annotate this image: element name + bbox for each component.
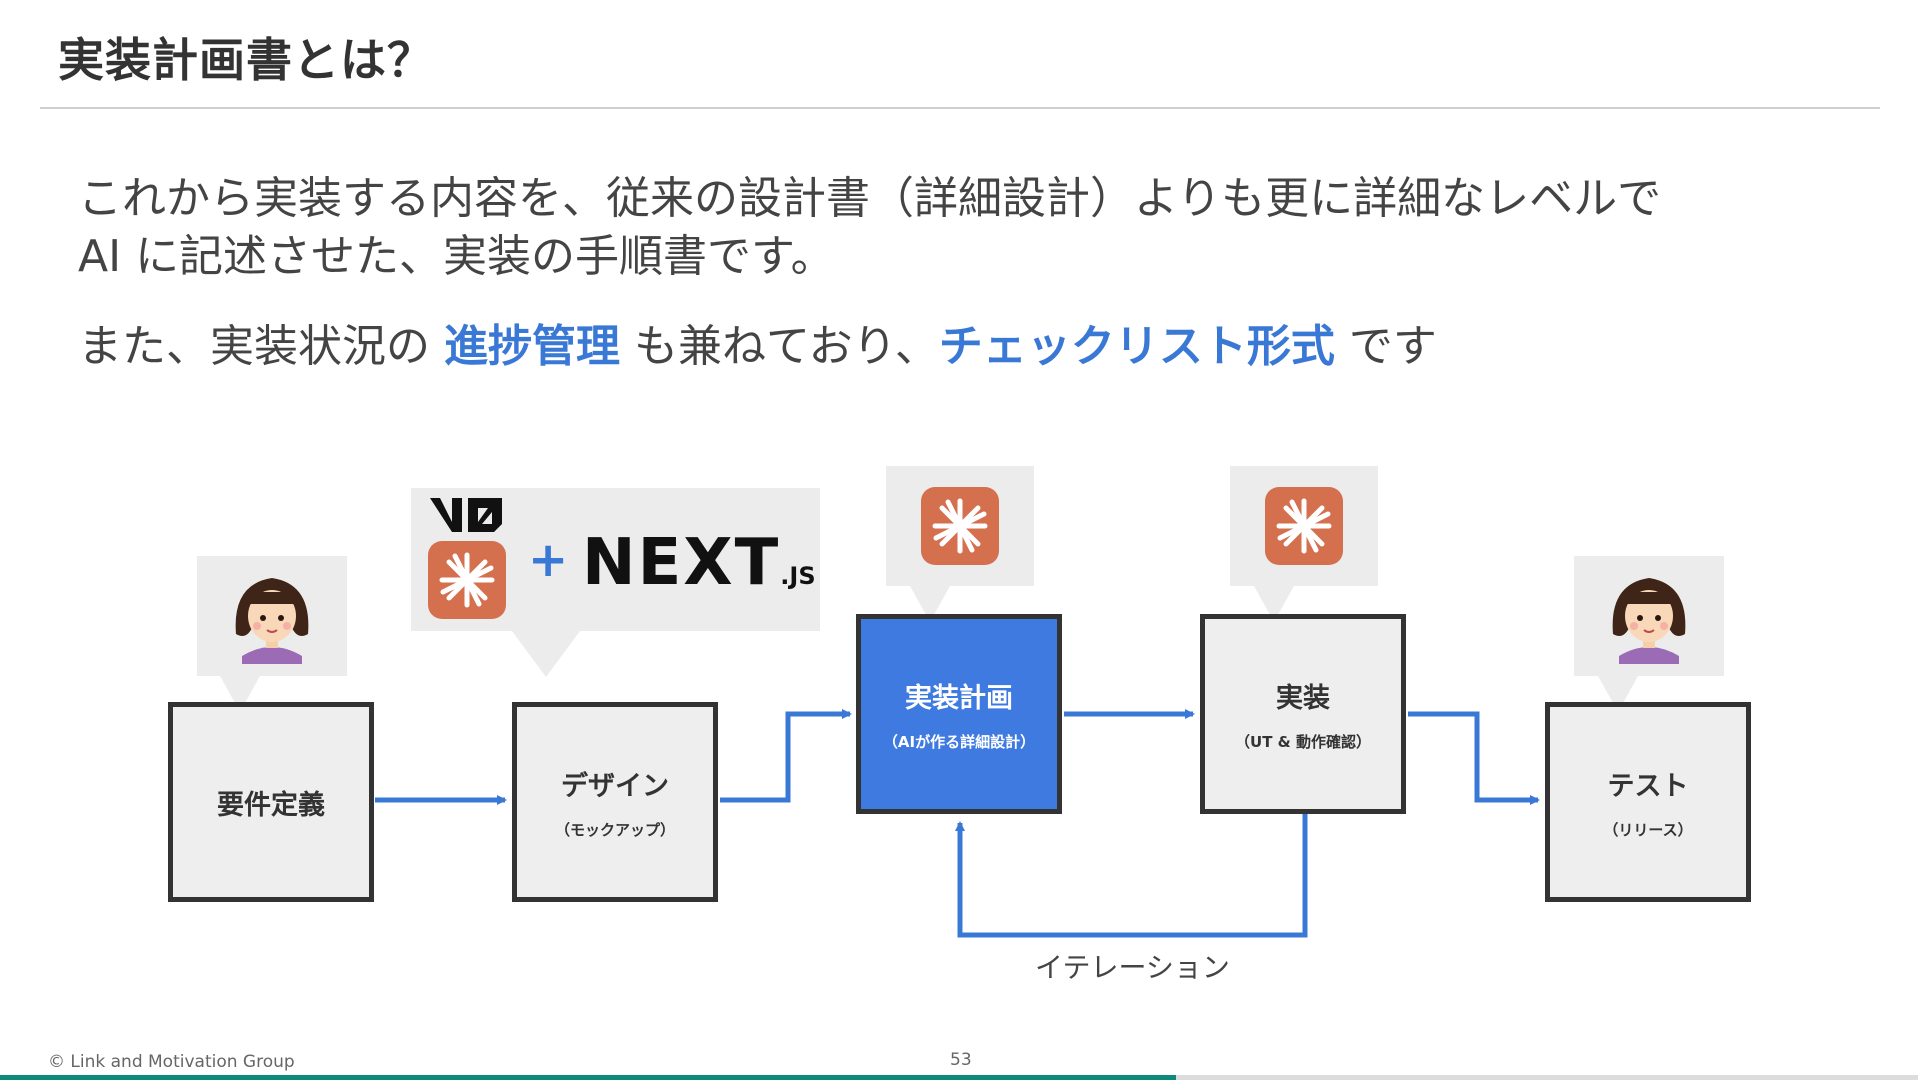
lead-line-3-prefix: また、実装状況の — [78, 321, 444, 372]
person-icon — [235, 578, 309, 664]
bubble-tail-design — [512, 631, 580, 677]
person-icon — [1612, 578, 1686, 664]
step-requirements: 要件定義 — [168, 702, 374, 902]
plus-sign: + — [528, 532, 569, 588]
iteration-label: イテレーション — [1035, 951, 1230, 984]
page-number: 53 — [950, 1050, 972, 1070]
lead-line-3-suffix: です — [1334, 321, 1437, 372]
step-subtitle: （AIが作る詳細設計） — [882, 733, 1036, 751]
deck-progress-bar — [0, 1075, 1918, 1080]
nextjs-logo-suffix: .JS — [780, 562, 816, 590]
lead-line-2: AI に記述させた、実装の手順書です。 — [78, 231, 835, 282]
lead-line-3: また、実装状況の 進捗管理 も兼ねており、チェックリスト形式 です — [78, 318, 1437, 376]
arrow-implementation-to-test — [1408, 711, 1540, 805]
lead-line-1: これから実装する内容を、従来の設計書（詳細設計）よりも更に詳細なレベルで — [78, 173, 1662, 224]
claude-icon — [921, 487, 999, 565]
arrow-design-to-plan — [720, 709, 852, 803]
step-test: テスト （リリース） — [1545, 702, 1751, 902]
footer-copyright: © Link and Motivation Group — [48, 1052, 295, 1072]
step-title: 実装計画 — [905, 683, 1013, 714]
step-subtitle: （UT & 動作確認） — [1235, 733, 1371, 751]
claude-icon — [428, 541, 506, 619]
lead-line-3-middle: も兼ねており、 — [620, 321, 939, 372]
step-title: 実装 — [1276, 683, 1330, 714]
step-implementation-plan: 実装計画 （AIが作る詳細設計） — [856, 614, 1062, 814]
step-title: デザイン — [561, 771, 669, 802]
arrow-iteration-loop — [955, 812, 1308, 938]
claude-icon — [1265, 487, 1343, 565]
nextjs-logo-main: NEXT — [582, 526, 781, 600]
step-title: 要件定義 — [217, 789, 325, 821]
title-divider — [40, 107, 1880, 109]
nextjs-logo: NEXT.JS — [582, 526, 816, 600]
highlight-checklist-format: チェックリスト形式 — [938, 321, 1335, 372]
step-subtitle: （リリース） — [1603, 821, 1693, 839]
step-subtitle: （モックアップ） — [554, 821, 675, 839]
deck-progress-fill — [0, 1075, 1176, 1080]
page-title: 実装計画書とは？ — [58, 33, 434, 87]
v0-logo — [430, 498, 502, 532]
step-implementation: 実装 （UT & 動作確認） — [1200, 614, 1406, 814]
highlight-progress-management: 進捗管理 — [444, 321, 620, 372]
step-title: テスト — [1607, 771, 1689, 802]
step-design: デザイン （モックアップ） — [512, 702, 718, 902]
